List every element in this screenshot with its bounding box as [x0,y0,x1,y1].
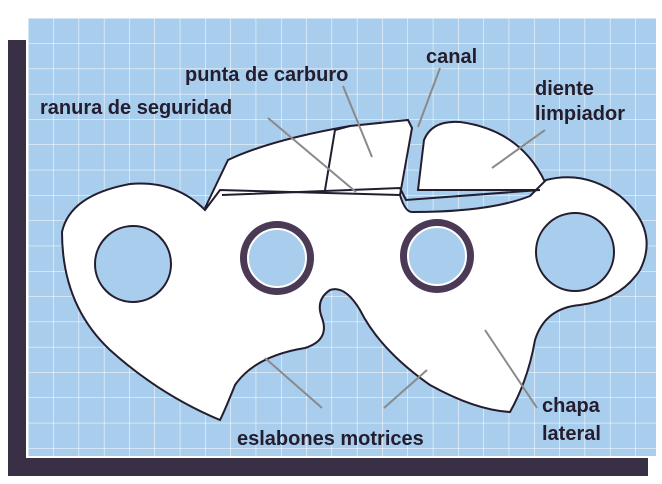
left-hole [94,225,172,303]
label-canal: canal [426,46,477,68]
label-eslabones: eslabones motrices [237,428,424,450]
label-diente-2: limpiador [535,103,625,125]
leader-chapa [484,329,538,409]
rivet-right-inner [407,226,467,286]
label-chapa-2: lateral [542,423,601,445]
leader-eslabones-2 [383,369,428,409]
leader-eslabones-1 [264,357,323,409]
cleaning-tooth [416,120,547,191]
leader-ranura [267,117,357,193]
carbide-tip [204,118,414,209]
safety-groove [221,186,541,202]
leader-punta [342,85,373,158]
grid-border [26,16,658,458]
label-punta: punta de carburo [185,64,348,86]
leader-diente [491,129,546,169]
side-plate [60,176,648,422]
label-ranura: ranura de seguridad [40,97,232,119]
right-hole [535,212,615,292]
label-chapa-1: chapa [542,395,601,417]
rivet-left-inner [247,228,307,288]
leader-canal [417,67,441,128]
label-diente-1: diente [535,78,594,100]
